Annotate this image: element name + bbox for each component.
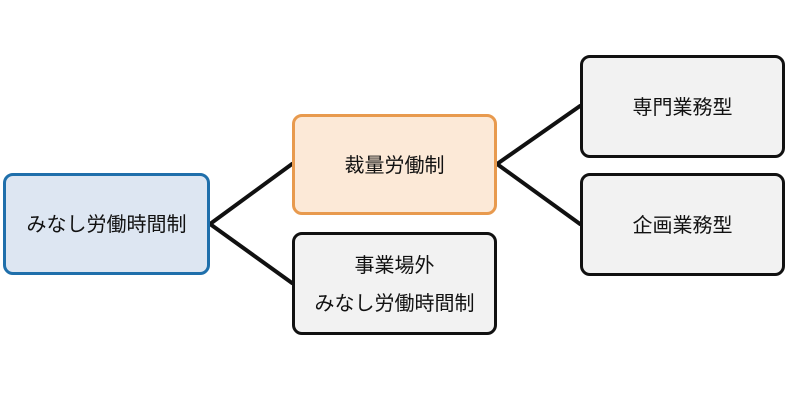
node-label-line-2: みなし労働時間制 [314,290,475,315]
connector-root-to-offsite [208,222,294,285]
connector-discretionary-to-planning [495,162,582,226]
node-label-line-1: 事業場外 [354,252,435,277]
node-deemed-working-hours: みなし労働時間制 [3,173,210,275]
node-label: みなし労働時間制 [26,212,187,236]
connector-discretionary-to-professional [495,104,582,166]
node-label: 裁量労働制 [344,152,445,177]
node-discretionary-work: 裁量労働制 [292,114,497,215]
node-offsite-deemed-hours: 事業場外 みなし労働時間制 [292,232,497,335]
node-professional-type: 専門業務型 [580,55,785,158]
node-planning-type: 企画業務型 [580,173,785,276]
node-label: 企画業務型 [632,212,733,237]
connector-root-to-discretionary [208,162,294,226]
node-label: 専門業務型 [632,94,733,119]
